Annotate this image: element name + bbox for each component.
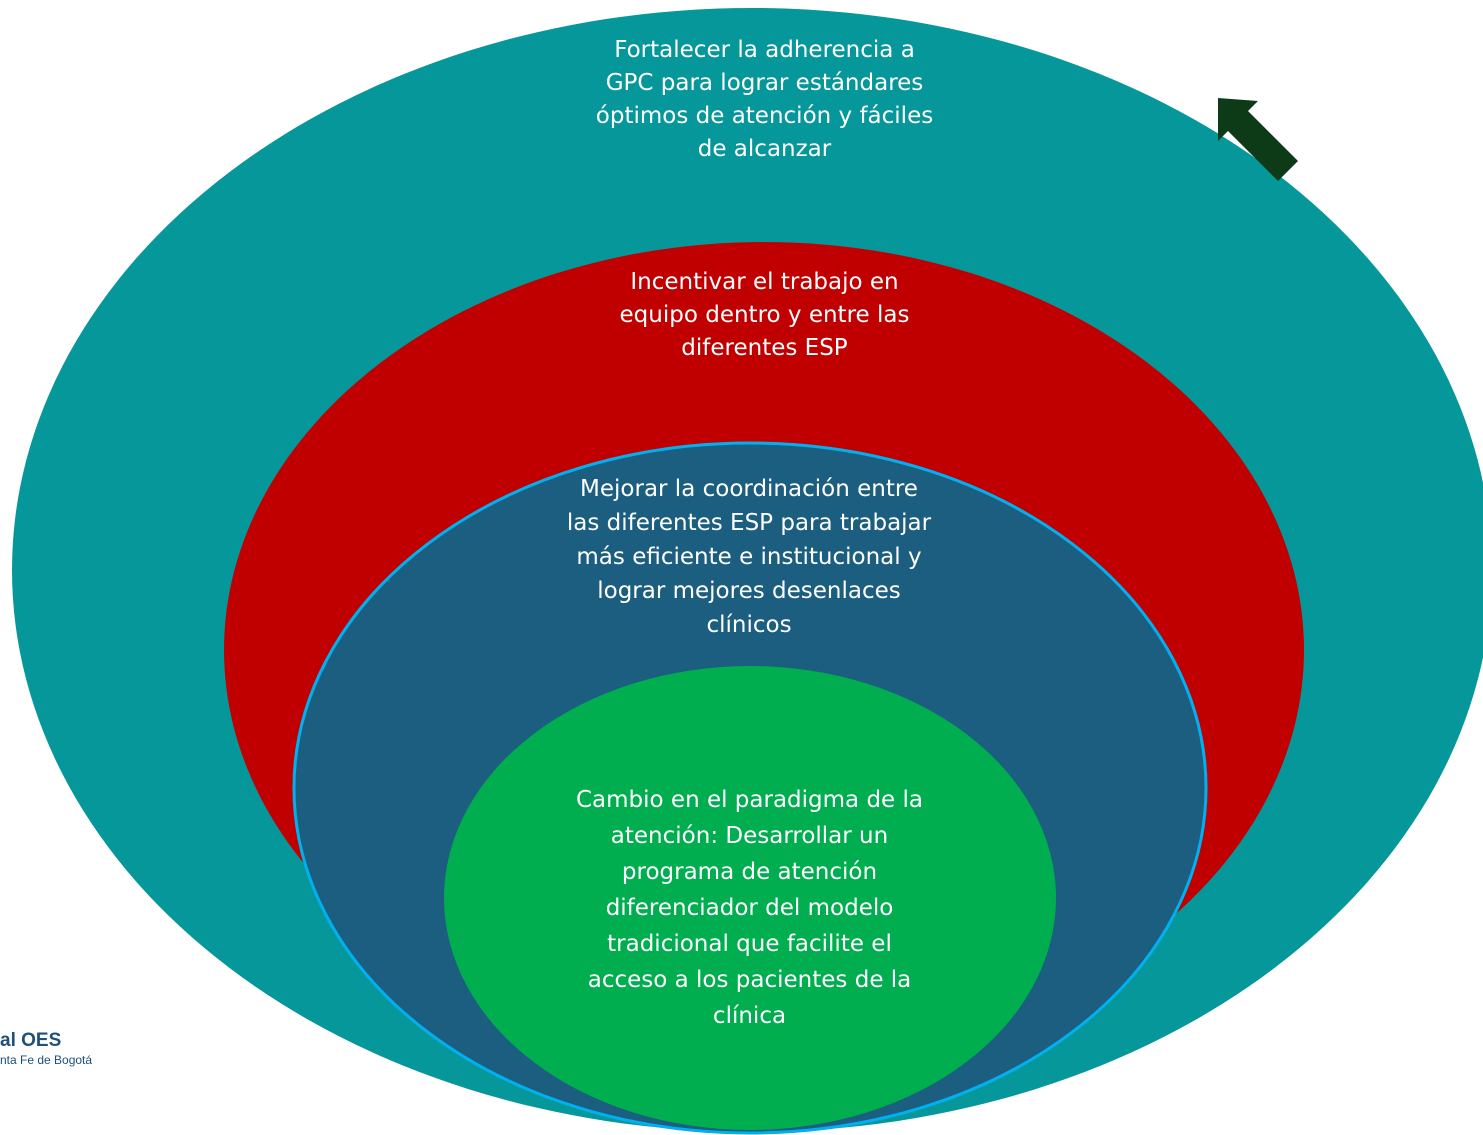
arrow-shape (1218, 98, 1298, 181)
blue-layer-text: Mejorar la coordinación entre las difere… (566, 476, 932, 638)
red-layer-text: Incentivar el trabajo en equipo dentro y… (619, 269, 910, 361)
logo-sub-text: nta Fe de Bogotá (0, 1053, 93, 1067)
arrow-down-left-icon (1218, 98, 1298, 181)
logo: al OES nta Fe de Bogotá (0, 1030, 92, 1068)
logo-main-text: al OES (0, 1030, 62, 1051)
core-layer-text: Cambio en el paradigma de la atención: D… (575, 787, 923, 1029)
outer-layer-text: Fortalecer la adherencia a GPC para logr… (595, 37, 934, 162)
green-core-ellipse (444, 666, 1056, 1130)
